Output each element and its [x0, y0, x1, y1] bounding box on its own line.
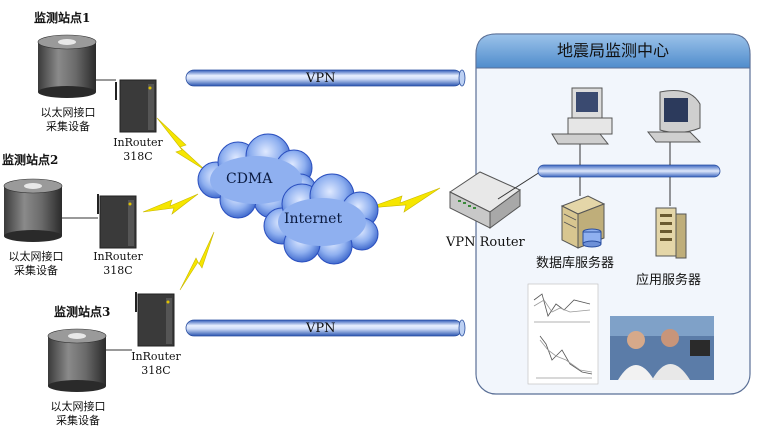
- inrouter-station1: [115, 79, 157, 133]
- database-server-label: 数据库服务器: [536, 256, 615, 271]
- acquisition-device-station1: [37, 34, 116, 98]
- station2-title: 监测站点2: [2, 153, 59, 167]
- station2-device-line1: 以太网接口: [8, 250, 64, 263]
- station3-device-label: 以太网接口 采集设备: [40, 400, 116, 428]
- internet-cloud: [263, 173, 379, 265]
- cdma-label: CDMA: [226, 171, 273, 187]
- database-server-icon: [560, 195, 606, 249]
- vpn-tunnel-bottom-label: VPN: [306, 321, 336, 336]
- station1-device-line2: 采集设备: [46, 120, 90, 133]
- vpn-tunnel-top: [185, 69, 466, 87]
- inrouter-station2: [97, 194, 137, 249]
- acquisition-device-station3: [47, 328, 132, 392]
- station3-device-line1: 以太网接口: [50, 400, 106, 413]
- workstation-desktop-icon: [551, 87, 613, 145]
- monitoring-center-title: 地震局监测中心: [556, 41, 669, 60]
- lightning-station2: [142, 193, 199, 215]
- lightning-station1: [156, 117, 206, 171]
- center-network-bus: [537, 138, 721, 206]
- inrouter-station3: [135, 292, 175, 347]
- station1-router-line2: 318C: [123, 150, 153, 163]
- station1-device-label: 以太网接口 采集设备: [30, 106, 106, 134]
- vpn-router-label: VPN Router: [446, 235, 525, 250]
- station2-router-label: InRouter 318C: [92, 250, 144, 278]
- station1-title: 监测站点1: [34, 11, 91, 25]
- internet-label: Internet: [284, 211, 343, 227]
- lightning-links: [142, 117, 441, 291]
- station3-router-line2: 318C: [141, 364, 171, 377]
- station1-router-line1: InRouter: [113, 136, 163, 149]
- station3-router-line1: InRouter: [131, 350, 181, 363]
- station2-device-line2: 采集设备: [14, 264, 58, 277]
- station1-device-line1: 以太网接口: [40, 106, 96, 119]
- acquisition-device-station2: [3, 178, 98, 242]
- seismic-report-thumbnail: [527, 283, 599, 385]
- app-server-label: 应用服务器: [636, 273, 702, 288]
- station3-device-line2: 采集设备: [56, 414, 100, 427]
- station2-router-line1: InRouter: [93, 250, 143, 263]
- station3-title: 监测站点3: [54, 305, 111, 319]
- application-server-icon: [655, 207, 687, 259]
- lightning-vpn-router: [367, 187, 441, 213]
- vpn-tunnel-bottom: [185, 319, 466, 337]
- station1-router-label: InRouter 318C: [112, 136, 164, 164]
- station2-device-label: 以太网接口 采集设备: [0, 250, 74, 278]
- vpn-router-device: [449, 171, 541, 229]
- station3-router-label: InRouter 318C: [130, 350, 182, 378]
- station2-router-line2: 318C: [103, 264, 133, 277]
- vpn-tunnel-top-label: VPN: [306, 71, 336, 86]
- workstation-imac-icon: [646, 90, 702, 143]
- operators-photo: [610, 316, 714, 380]
- lightning-station3: [179, 231, 215, 291]
